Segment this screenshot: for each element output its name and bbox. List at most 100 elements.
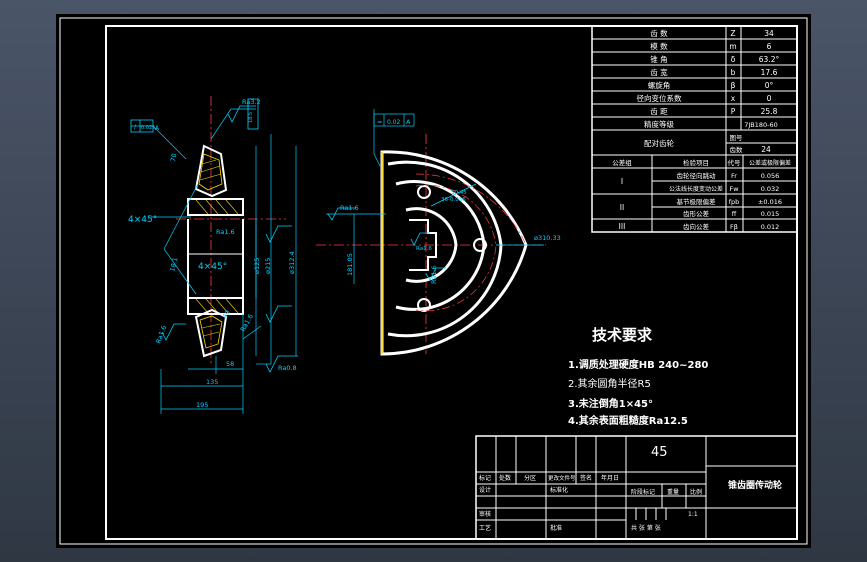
drawing-sheet: 齿 数 Z 34 模 数 m 6 锥 角 δ 63.2° 齿 宽 b 17.6 … xyxy=(56,14,811,548)
title-block-label: 更改文件号 xyxy=(548,474,576,482)
right-dim: 50.45 xyxy=(451,190,467,196)
face-view-right: = 0.02 A Ra1.6 Ra1.6 Ra1.6 181.05 ø310.3… xyxy=(316,109,561,356)
param-symbol: x xyxy=(731,94,736,103)
left-tolerance-value: 0.025 xyxy=(141,125,155,131)
lower-tooth xyxy=(194,308,228,358)
param-symbol: Z xyxy=(730,29,735,38)
param-symbol: b xyxy=(731,68,736,77)
left-dim-horizontal: 195 xyxy=(196,401,208,409)
tol-value: 0.056 xyxy=(761,172,780,180)
tol-header: 检验项目 xyxy=(683,158,709,167)
tol-header: 公差组 xyxy=(612,158,632,167)
right-dimension-lines xyxy=(326,109,544,284)
param-name: 锥 角 xyxy=(650,54,667,64)
parameter-table xyxy=(591,25,798,233)
tol-code: Fβ xyxy=(730,223,738,231)
tol-value: ±0.016 xyxy=(758,198,782,206)
param-name: 螺旋角 xyxy=(648,80,671,90)
left-roughness-label: Ra0.8 xyxy=(278,364,297,372)
title-block xyxy=(475,435,798,540)
param-symbol: β xyxy=(731,81,736,90)
tol-header: 公差或极限偏差 xyxy=(749,159,791,167)
param-symbol: δ xyxy=(731,55,736,64)
left-dim-vertical: ø312.4 xyxy=(288,251,296,274)
param-name: 齿 数 xyxy=(650,28,668,38)
param-name: 齿 宽 xyxy=(650,67,668,77)
tol-code: Fr xyxy=(731,172,737,180)
bolt-hole xyxy=(417,298,431,312)
title-block-label: 标准化 xyxy=(550,486,568,494)
right-roughness-label: Ra1.6 xyxy=(416,246,432,252)
pair-fig-label: 图号 xyxy=(730,134,744,142)
param-value: 7JB180-60 xyxy=(744,121,778,129)
part-name: 锥齿圈传动轮 xyxy=(728,479,782,491)
param-name: 精度等级 xyxy=(644,119,674,129)
scale-value: 1:1 xyxy=(688,511,698,518)
title-block-label: 批准 xyxy=(550,524,562,532)
tol-value: 0.012 xyxy=(761,223,780,231)
param-value: 0° xyxy=(765,81,774,90)
upper-tooth xyxy=(194,144,228,198)
title-block-label: 分区 xyxy=(524,474,536,482)
tol-code: Fw xyxy=(729,185,739,193)
param-symbol: m xyxy=(729,42,736,51)
tech-item: 4.其余表面粗糙度Ra12.5 xyxy=(568,414,688,427)
left-dim-horizontal: 135 xyxy=(206,378,218,386)
bolt-hole xyxy=(417,185,431,199)
tol-group: I xyxy=(621,177,623,186)
pair-gear-label: 配对齿轮 xyxy=(644,138,674,148)
tol-item: 齿轮径向跳动 xyxy=(677,171,717,180)
inner-frame xyxy=(105,25,798,540)
right-tolerance-datum: A xyxy=(406,118,411,126)
left-chamfer-top: 4×45° xyxy=(128,215,157,225)
right-roughness-label: Ra1.6 xyxy=(430,265,438,284)
title-block-label: 标记 xyxy=(479,474,491,482)
param-value: 0 xyxy=(767,94,772,103)
right-tolerance-value: 0.02 xyxy=(387,119,401,126)
tol-value: 0.015 xyxy=(761,210,780,218)
param-value: 25.8 xyxy=(761,107,778,116)
title-block-label: 签名 xyxy=(580,474,592,482)
pair-teeth-label: 齿数 xyxy=(730,145,744,154)
tol-item: 公法线长度变动公差 xyxy=(669,185,723,193)
tech-item: 2.其余圆角半径R5 xyxy=(568,377,651,390)
outer-frame xyxy=(59,17,808,545)
gear-drawing: 齿 数 Z 34 模 数 m 6 锥 角 δ 63.2° 齿 宽 b 17.6 … xyxy=(59,17,808,545)
parameter-table-text: 齿 数 Z 34 模 数 m 6 锥 角 δ 63.2° 齿 宽 b 17.6 … xyxy=(612,28,791,231)
left-small-dim: 40 xyxy=(221,309,232,320)
title-block-label: 工艺 xyxy=(479,524,491,532)
left-small-dim: 18.5 xyxy=(248,112,254,123)
tol-group: II xyxy=(620,203,624,212)
left-tolerance-symbol: / xyxy=(134,124,137,131)
tol-header: 代号 xyxy=(728,158,742,167)
keyway xyxy=(409,219,437,271)
left-dim-vertical: ø215 xyxy=(264,258,272,274)
param-name: 齿 距 xyxy=(650,107,668,116)
left-tolerance-datum: A xyxy=(155,125,160,132)
title-block-label: 阶段标记 xyxy=(631,488,655,496)
title-block-label: 重量 xyxy=(667,488,679,496)
tech-item: 3.未注倒角1×45° xyxy=(568,397,653,410)
sheet-count: 共 张 第 张 xyxy=(631,524,661,532)
right-dim: ø310.33 xyxy=(534,234,561,242)
left-small-dim: 18.1 xyxy=(168,256,179,272)
upper-hub xyxy=(187,198,244,216)
left-dim-vertical: ø125 xyxy=(253,258,261,274)
section-view-left: Ra3.2 Ra1.6 Ra1.6 Ra1.6 Ra0.8 / 0.025 A … xyxy=(128,96,298,414)
tech-title: 技术要求 xyxy=(592,326,653,344)
technical-requirements: 技术要求 1.调质处理硬度HB 240~280 2.其余圆角半径R5 3.未注倒… xyxy=(568,326,708,427)
title-block-text: 45 锥齿圈传动轮 标记 处数 分区 更改文件号 签名 年月日 设计 标准化 阶… xyxy=(479,445,782,532)
param-name: 模 数 xyxy=(650,41,668,51)
material: 45 xyxy=(651,445,668,460)
param-value: 6 xyxy=(767,42,772,51)
title-block-label: 设计 xyxy=(479,486,491,494)
left-dimension-lines xyxy=(131,108,297,414)
param-symbol: P xyxy=(731,107,736,116)
right-dim: 181.05 xyxy=(346,253,354,276)
title-block-label: 审核 xyxy=(479,510,491,518)
param-name: 径向变位系数 xyxy=(637,93,682,103)
pair-teeth-value: 24 xyxy=(761,145,771,154)
param-value: 17.6 xyxy=(761,68,778,77)
tech-item: 1.调质处理硬度HB 240~280 xyxy=(568,358,708,371)
